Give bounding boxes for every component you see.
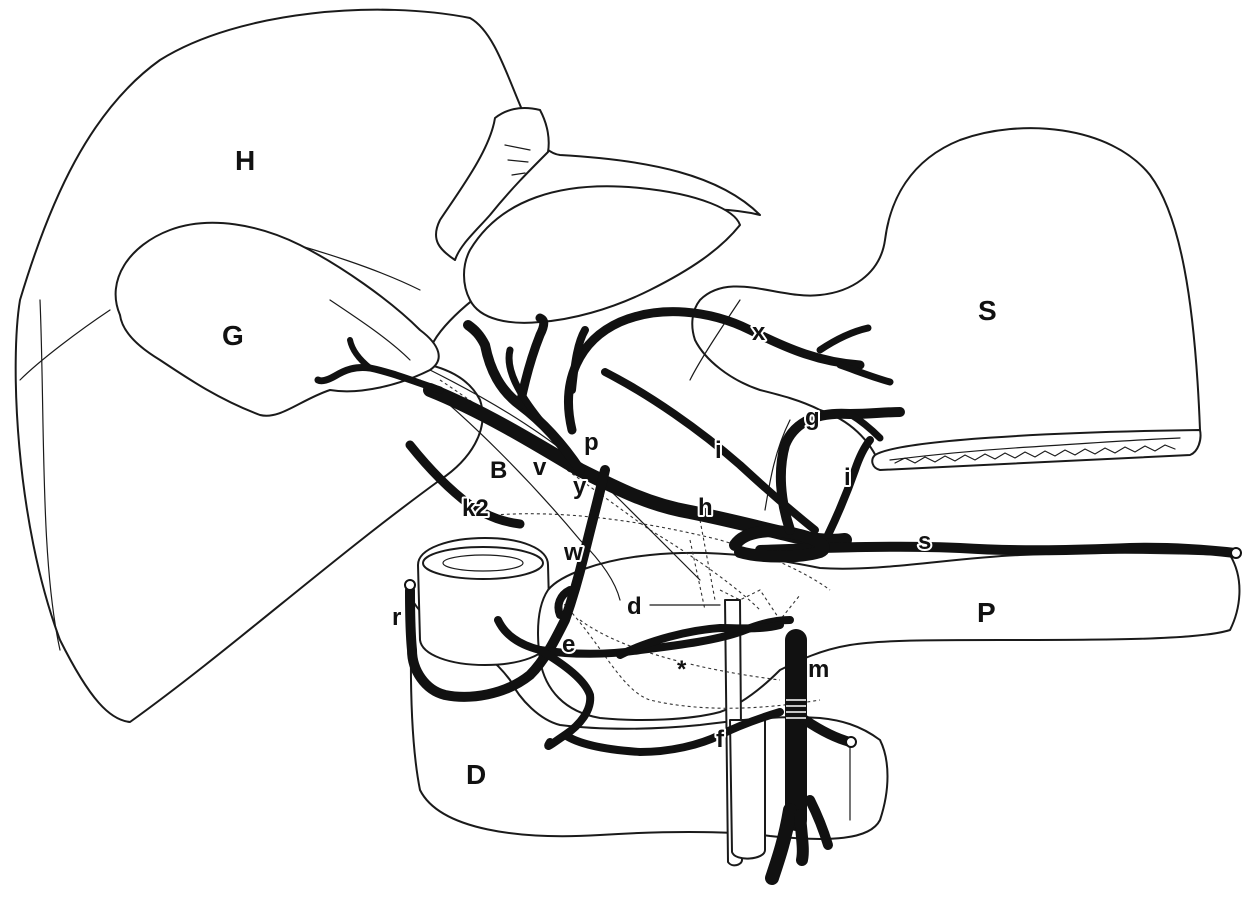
label-v: v bbox=[533, 454, 547, 481]
label-i-upper: i bbox=[715, 437, 722, 464]
label-B: B bbox=[490, 457, 507, 484]
label-g: g bbox=[805, 404, 820, 431]
celiac-loop bbox=[735, 531, 824, 556]
label-h: h bbox=[698, 494, 713, 521]
label-p: p bbox=[584, 429, 599, 456]
splenic-artery-end bbox=[1231, 548, 1241, 558]
label-k2: k2 bbox=[462, 495, 489, 522]
label-asterisk: * bbox=[677, 656, 687, 683]
label-i-right: i bbox=[844, 464, 851, 491]
label-s: s bbox=[918, 528, 931, 555]
hepatic-duct-tube bbox=[730, 720, 765, 859]
r-vessel-end bbox=[405, 580, 415, 590]
label-S: S bbox=[978, 295, 997, 326]
label-y: y bbox=[573, 473, 587, 500]
label-e: e bbox=[562, 631, 575, 658]
label-x: x bbox=[752, 319, 766, 346]
label-w: w bbox=[563, 539, 583, 566]
label-m: m bbox=[808, 656, 829, 683]
label-r: r bbox=[392, 604, 401, 631]
label-f: f bbox=[716, 726, 725, 753]
sma-branch-mid bbox=[800, 815, 803, 860]
splenic-artery bbox=[760, 547, 1235, 553]
stomach-outline bbox=[692, 128, 1200, 465]
pancreas-outline bbox=[538, 553, 1239, 720]
label-D: D bbox=[466, 759, 486, 790]
label-P: P bbox=[977, 597, 996, 628]
label-G: G bbox=[222, 320, 244, 351]
duodenal-stump-lumen bbox=[423, 547, 543, 579]
label-H: H bbox=[235, 145, 255, 176]
sma-side-end bbox=[846, 737, 856, 747]
label-d: d bbox=[627, 593, 642, 620]
